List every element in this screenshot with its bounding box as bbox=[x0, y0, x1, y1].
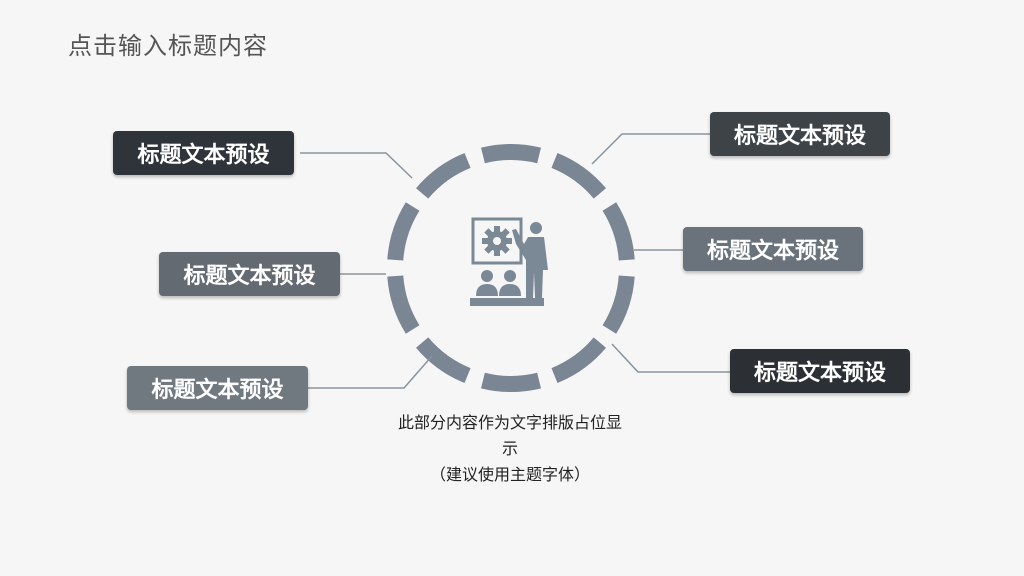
ring-segment bbox=[416, 337, 471, 383]
ring-segments bbox=[387, 144, 635, 392]
label-right-bottom[interactable]: 标题文本预设 bbox=[730, 349, 910, 393]
ring-segment bbox=[387, 275, 420, 334]
label-right-top[interactable]: 标题文本预设 bbox=[710, 112, 890, 156]
label-left-middle[interactable]: 标题文本预设 bbox=[159, 252, 340, 296]
connector-left-bottom bbox=[308, 355, 433, 389]
caption-line-2: 示 bbox=[501, 439, 518, 458]
ring-segment bbox=[602, 275, 635, 334]
ring-segment bbox=[481, 372, 541, 392]
connector-lines bbox=[300, 133, 730, 389]
connector-right-bottom bbox=[611, 343, 730, 373]
connector-right-top bbox=[591, 133, 710, 165]
connector-left-top bbox=[300, 152, 413, 179]
label-left-bottom[interactable]: 标题文本预设 bbox=[127, 366, 308, 410]
slide-title: 点击输入标题内容 bbox=[68, 32, 268, 60]
ring-segment bbox=[387, 202, 420, 261]
ring-segment bbox=[551, 153, 606, 199]
ring-segment bbox=[416, 153, 471, 199]
ring-segment bbox=[602, 202, 635, 261]
gear-icon bbox=[482, 226, 512, 256]
caption-line-3: （建议使用主题字体） bbox=[429, 465, 590, 484]
label-left-top[interactable]: 标题文本预设 bbox=[113, 131, 294, 175]
presentation-teacher-icon bbox=[470, 217, 548, 306]
caption-line-1: 此部分内容作为文字排版占位显 bbox=[397, 413, 622, 432]
ring-segment bbox=[551, 337, 606, 383]
ring-segment bbox=[481, 144, 541, 164]
label-right-middle[interactable]: 标题文本预设 bbox=[683, 227, 863, 271]
caption-text: 此部分内容作为文字排版占位显 示 （建议使用主题字体） bbox=[380, 410, 640, 488]
